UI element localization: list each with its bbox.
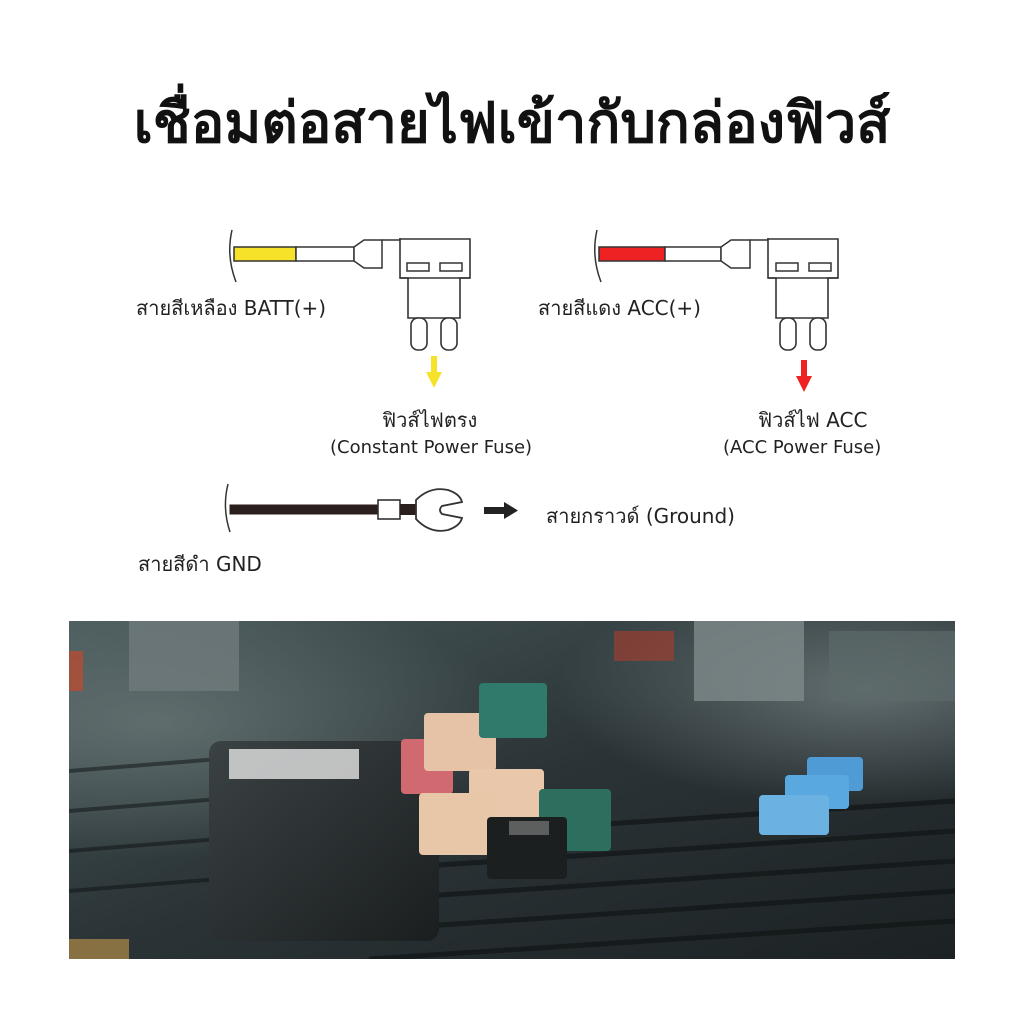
gnd-wire-assembly — [224, 483, 518, 533]
ground-arrow-icon — [484, 502, 518, 519]
acc-wire-label: สายสีแดง ACC(+) — [538, 296, 701, 320]
acc-fuse-label: ฟิวส์ไฟ ACC — [758, 408, 868, 432]
ground-label: สายกราวด์ (Ground) — [546, 504, 735, 528]
wiring-diagram — [224, 229, 839, 533]
car-fuse-box-photo — [69, 621, 955, 959]
acc-wire-insulation — [598, 246, 666, 262]
gnd-wire-label: สายสีดำ GND — [138, 552, 262, 576]
batt-wire-label: สายสีเหลือง BATT(+) — [136, 296, 327, 320]
batt-wire-insulation — [233, 246, 297, 262]
gnd-wire-insulation — [229, 504, 379, 515]
acc-fuse-sub: (ACC Power Fuse) — [723, 437, 882, 458]
acc-wire-assembly — [594, 229, 839, 392]
red-arrow-icon — [796, 360, 812, 392]
constant-fuse-label: ฟิวส์ไฟตรง — [382, 408, 478, 432]
batt-wire-assembly — [229, 229, 471, 388]
yellow-arrow-icon — [426, 356, 442, 388]
constant-fuse-sub: (Constant Power Fuse) — [330, 437, 533, 458]
page-title: เชื่อมต่อสายไฟเข้ากับกล่องฟิวส์ — [133, 91, 891, 156]
